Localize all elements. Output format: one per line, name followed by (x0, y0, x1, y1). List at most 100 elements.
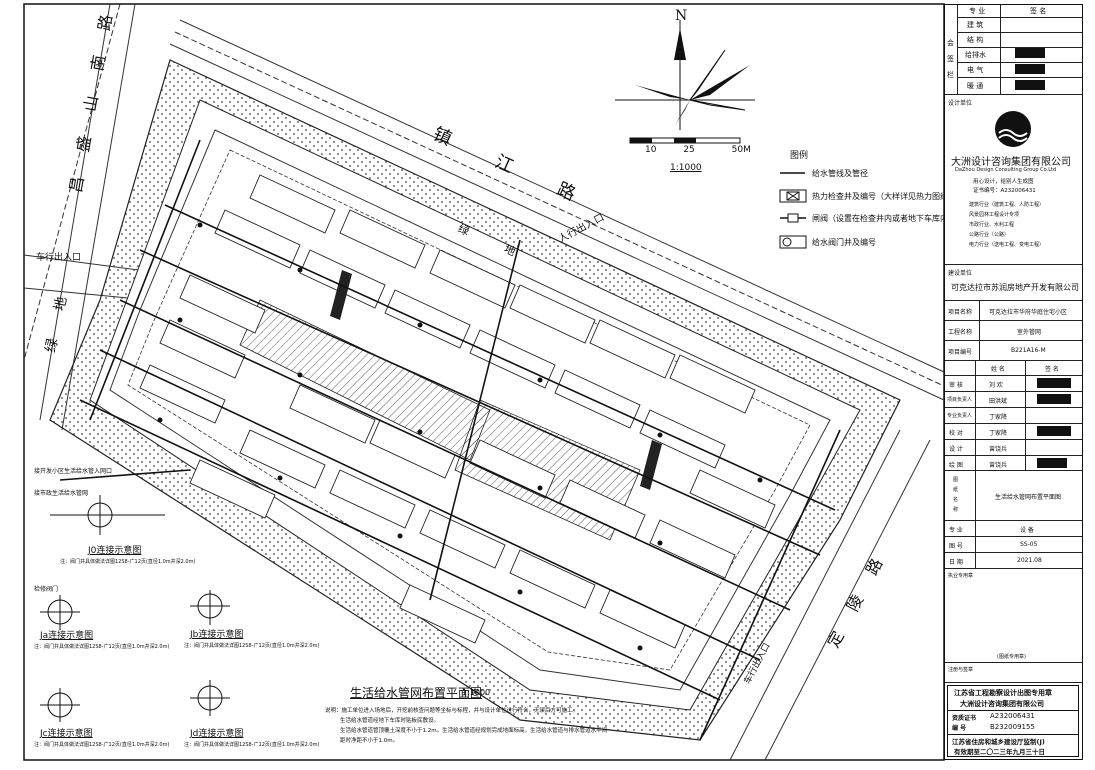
drawing-title-row: 图 纸 名 称 生活给水管网布置平面图 (945, 471, 1082, 521)
ja-note: 注：阀门井具体做法详图12S8-广12页(直径1.0m井深2.0m) (34, 644, 170, 650)
discipline-value: 设 备 (1020, 527, 1034, 534)
qualification-1: 建筑行业（建筑工程、人防工程） (969, 202, 1045, 208)
water-pipes (59, 139, 841, 741)
legend-item-pipe: 给水管线及管径 (812, 169, 868, 178)
countersign-discipline-4: 电 气 (967, 66, 984, 74)
validity-line: 有效期至二〇二三年九月三十日 (954, 748, 1045, 756)
legend-icons (779, 172, 807, 249)
qualification-5: 电力行业（送电工程、变电工程） (969, 242, 1045, 248)
building-blocks (139, 174, 776, 649)
staff-header-name: 姓 名 (991, 366, 1005, 373)
countersign-label: 会 签 栏 (947, 39, 954, 79)
staff-role-1: 审 核 (949, 382, 963, 389)
countersign-discipline-5: 暖 通 (967, 82, 984, 90)
cert-label-1: 资质证书 (952, 715, 977, 722)
note-line-2: 生活给水管道经地下车库时贴板底敷设。 (340, 718, 440, 724)
signature-stamp-5 (1037, 394, 1071, 404)
client-name: 可克达拉市苏润房地产开发有限公司 (951, 283, 1079, 292)
scale-tick-1: 10 (645, 145, 657, 155)
project-name-row: 项目名称 可克达拉市华府华庭住宅小区 (945, 301, 1082, 321)
main-title: 生活给水管网布置平面图 (350, 686, 483, 700)
approval-stamp: 江苏省工程勘察设计出图专用章 大洲设计咨询集团有限公司 资质证书 A232006… (947, 685, 1079, 757)
countersign-discipline-2: 结 构 (967, 36, 984, 44)
cert-label-2: 编 号 (952, 725, 967, 732)
design-unit-label: 设计单位 (948, 100, 973, 107)
detail-sketches (40, 495, 230, 722)
countersign-header-discipline: 专 业 (969, 7, 986, 15)
seal-note: (图纸专用章) (997, 654, 1026, 660)
pipe-label-2: 接市政生活给水管网 (34, 490, 89, 497)
project-no: B221A16-M (1011, 347, 1046, 354)
signature-stamp-1 (1015, 48, 1045, 58)
ja-title: Ja连接示意图 (40, 631, 94, 641)
signature-stamp-6 (1037, 426, 1071, 436)
ramp-1 (330, 270, 352, 320)
qualification-2: 风景园林工程设计专项 (969, 212, 1020, 218)
qualification-3: 市政行业、水利工程 (969, 222, 1015, 228)
staff-role-5: 设 计 (949, 446, 963, 453)
project-no-label: 项目编号 (948, 349, 973, 356)
note-line-4: 距时净距不小于1.0m。 (340, 738, 399, 744)
company-cert: 证书编号：A232006431 (973, 188, 1036, 194)
client-cell: 建设单位 可克达拉市苏润房地产开发有限公司 (945, 265, 1082, 301)
work-name-row: 工程名称 室外管网 (945, 321, 1082, 341)
staff-name-3: 丁家降 (989, 414, 1008, 421)
work-name: 室外管网 (1017, 329, 1042, 336)
signature-stamp-7 (1037, 458, 1067, 468)
company-motto: 用心设计，给别人生成图 (973, 179, 1034, 185)
valve-marks (157, 222, 763, 651)
sheet-no-row: 图 号 SS-05 (945, 537, 1082, 553)
staff-name-4: 丁家降 (989, 430, 1008, 437)
qualification-4: 公路行业（公路） (969, 232, 1010, 238)
legend-title: 图例 (790, 151, 809, 161)
staff-name-1: 刘 欢 (989, 382, 1003, 389)
drawing-title-label: 图 纸 名 称 (953, 477, 959, 513)
staff-header-sign: 签 名 (1045, 366, 1059, 373)
project-no-row: 项目编号 B221A16-M (945, 341, 1082, 361)
j0-note: 注：阀门井具体做法详图12S8-广12页(直径1.0m井深2.0m) (60, 559, 196, 565)
jb-title: Jb连接示意图 (190, 630, 244, 640)
staff-table: 姓 名 签 名 审 核 刘 欢 项目负责人 田洪斌 专业负责人 丁家降 校 对 … (945, 361, 1082, 471)
company-name-cn: 大洲设计咨询集团有限公司 (951, 157, 1071, 168)
discipline-row: 专 业 设 备 (945, 521, 1082, 537)
jb-note: 注：阀门井具体做法详图12S8-广12页(直径1.0m井深2.0m) (184, 643, 320, 649)
work-name-label: 工程名称 (948, 329, 973, 336)
signature-stamp-3 (1015, 80, 1045, 90)
countersign-header-sign: 签 名 (1030, 7, 1047, 15)
seal-area: 执业专用章 (图纸专用章) (945, 569, 1082, 663)
cert-no-2: B232009155 (990, 723, 1035, 731)
staff-role-2: 项目负责人 (947, 397, 973, 403)
note-line-3: 生活给水管道管顶覆土深度不小于1.2m。生活给水管道经规划完成地面标高，生活给水… (340, 728, 608, 734)
company-name-en: DaZhou Design Consulting Group Co.Ltd (955, 167, 1057, 173)
entrance-car-west: 车行出入口 (36, 253, 82, 263)
scale-ticks: 10 25 50M (645, 145, 751, 155)
scale-bar-icon (629, 137, 741, 144)
legend-item-gate-valve: 闸阀（设置在检查井内或者地下车库内） (812, 214, 956, 223)
scale-tick-2: 25 (683, 145, 695, 155)
jd-note: 注：阀门井具体做法详图12S8-广12页(直径1.0m井深2.0m) (184, 742, 320, 748)
well-label: 检修阀门 (34, 586, 59, 593)
staff-role-6: 绘 图 (949, 462, 963, 469)
countersign-table: 会 签 栏 专 业 签 名 建 筑 结 构 给排水 电 气 暖 通 (945, 5, 1082, 95)
approval-line-1: 江苏省工程勘察设计出图专用章 (954, 689, 1052, 697)
approval-line-3: 江苏省住房和城乡建设厅监制(J) (952, 738, 1045, 746)
jd-title: Jd连接示意图 (190, 729, 244, 739)
main-scale: 1:1000 (462, 688, 491, 697)
staff-name-6: 曾饶兵 (989, 462, 1008, 469)
date-label: 日 期 (949, 559, 963, 566)
staff-role-3: 专业负责人 (947, 413, 973, 419)
title-block: 会 签 栏 专 业 签 名 建 筑 结 构 给排水 电 气 暖 通 设计单位 大… (944, 4, 1083, 760)
registered-area: 注册与签章 (945, 663, 1082, 683)
discipline-label: 专 业 (949, 527, 963, 534)
north-label: N (675, 8, 688, 24)
legend-item-valve-well: 给水阀门井及编号 (812, 238, 876, 247)
design-unit-cell: 设计单位 大洲设计咨询集团有限公司 DaZhou Design Consulti… (945, 95, 1082, 265)
approval-line-2: 大洲设计咨询集团有限公司 (960, 700, 1044, 708)
date-value: 2021.08 (1017, 557, 1042, 564)
sheet-no-label: 图 号 (949, 543, 963, 550)
project-name-label: 项目名称 (948, 309, 973, 316)
drawing-title: 生活给水管网布置平面图 (995, 494, 1062, 501)
project-name: 可克达拉市华府华庭住宅小区 (989, 309, 1068, 316)
staff-name-5: 曾饶兵 (989, 446, 1008, 453)
